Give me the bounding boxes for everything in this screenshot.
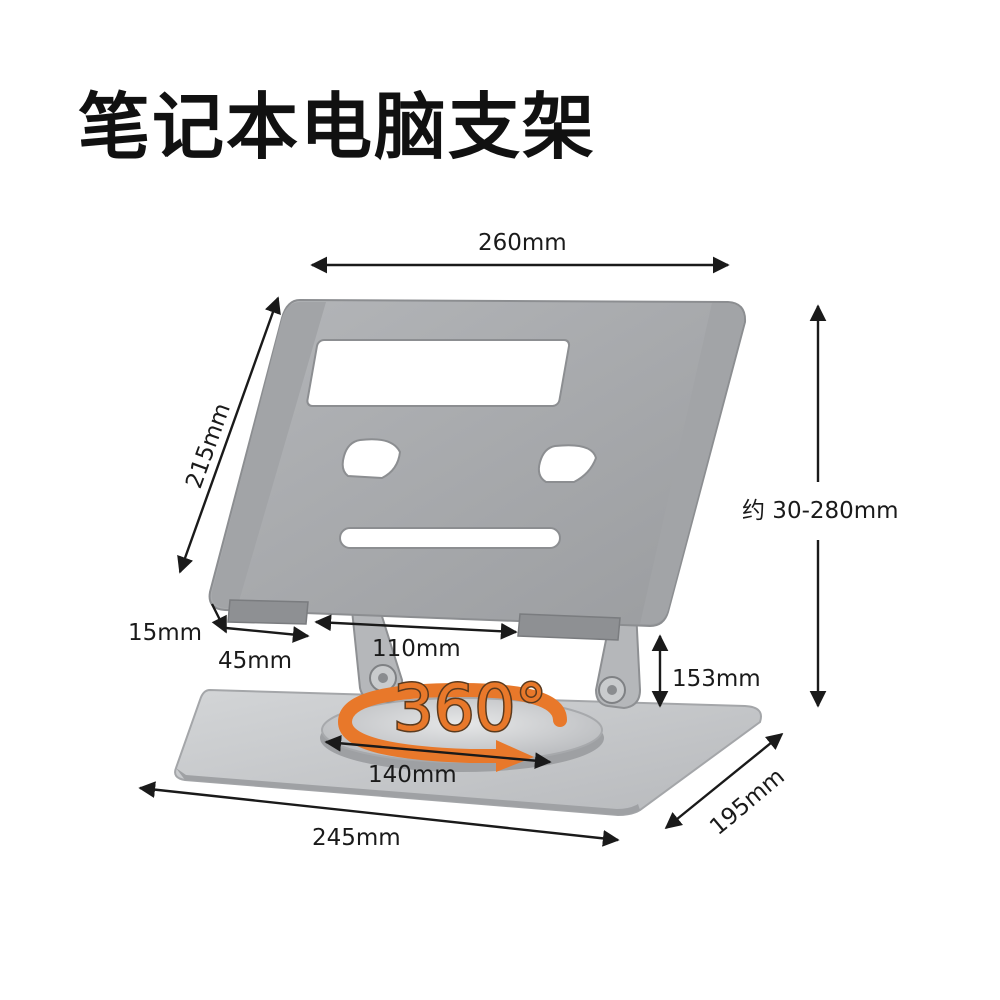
label-panel-width: 260mm [478, 230, 567, 256]
label-column-height: 153mm [672, 666, 761, 692]
rotation-label: 360° [393, 672, 547, 746]
label-base-width: 245mm [312, 825, 401, 851]
label-height-range: 约 30-280mm [742, 498, 899, 524]
label-hinge-span: 110mm [372, 636, 461, 662]
label-lip-height: 15mm [128, 620, 202, 646]
label-lip-width: 45mm [218, 648, 292, 674]
support-arm-right [594, 609, 642, 710]
label-panel-depth: 215mm [181, 400, 236, 492]
dimension-lines [138, 256, 827, 847]
laptop-panel [208, 298, 747, 641]
label-turntable-diameter: 140mm [368, 762, 457, 788]
label-base-depth: 195mm [705, 764, 790, 841]
page-title: 笔记本电脑支架 [78, 85, 597, 169]
